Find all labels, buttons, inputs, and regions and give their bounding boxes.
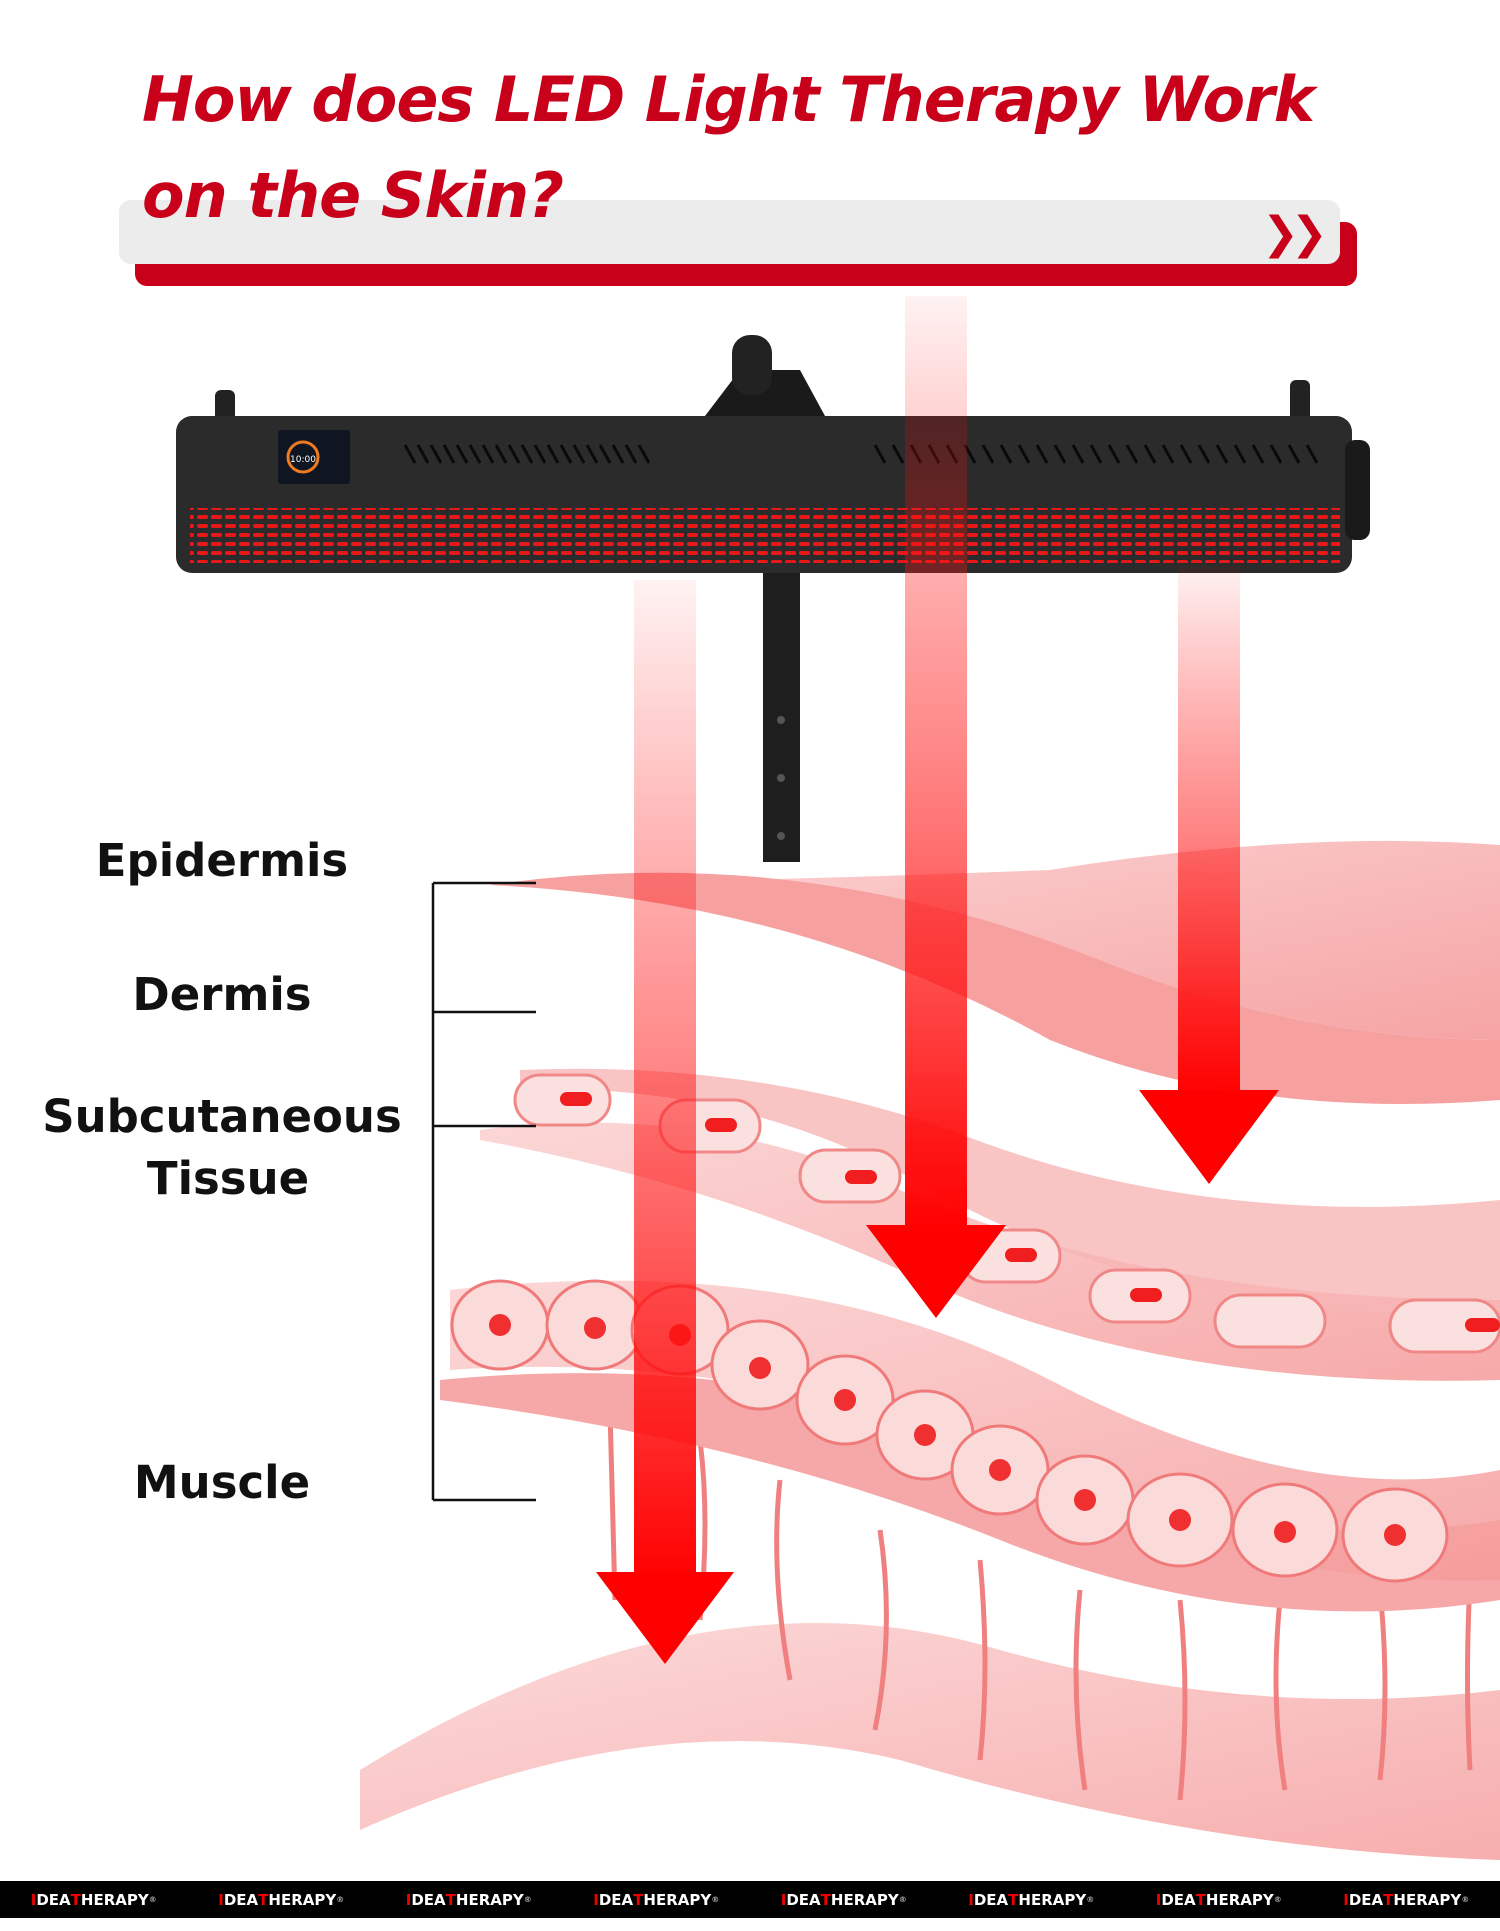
double-chevron-right-icon: ❯❯ [1262, 208, 1328, 259]
dermis-cell-nuclei [560, 1092, 1500, 1332]
label-muscle: Muscle [133, 1456, 311, 1509]
device-timer: 10:00 [290, 455, 316, 465]
page-title: How does LED Light Therapy Work on the Sk… [142, 52, 1315, 244]
label-tissue: Tissue [146, 1152, 310, 1205]
fat-cells [450, 1279, 1449, 1583]
title-line-1: How does LED Light Therapy Work [142, 63, 1315, 136]
led-array [190, 508, 1340, 563]
label-subcutaneous: Subcutaneous [42, 1090, 402, 1143]
cell-nuclei [489, 1314, 1406, 1546]
subcutaneous-layer [440, 1279, 1500, 1612]
muscle-fibers [607, 1409, 1473, 1801]
layer-bracket [431, 881, 536, 1502]
dermis-layer [480, 1068, 1500, 1381]
label-dermis: Dermis [132, 968, 312, 1021]
light-arrow-middle [866, 296, 1006, 1318]
banner-bar [119, 200, 1340, 264]
label-epidermis: Epidermis [95, 834, 349, 887]
device-screen: 10:00 [278, 430, 350, 484]
epidermis-layer [490, 840, 1500, 1104]
muscle-layer [360, 1409, 1500, 1860]
mount-knob [732, 335, 772, 395]
title-line-2: on the Skin? [142, 159, 564, 232]
stand-pole [763, 560, 800, 862]
light-arrow-shallow [1139, 566, 1279, 1184]
light-arrow-deep [596, 580, 734, 1664]
led-panel-device: 10:00 [176, 335, 1370, 862]
